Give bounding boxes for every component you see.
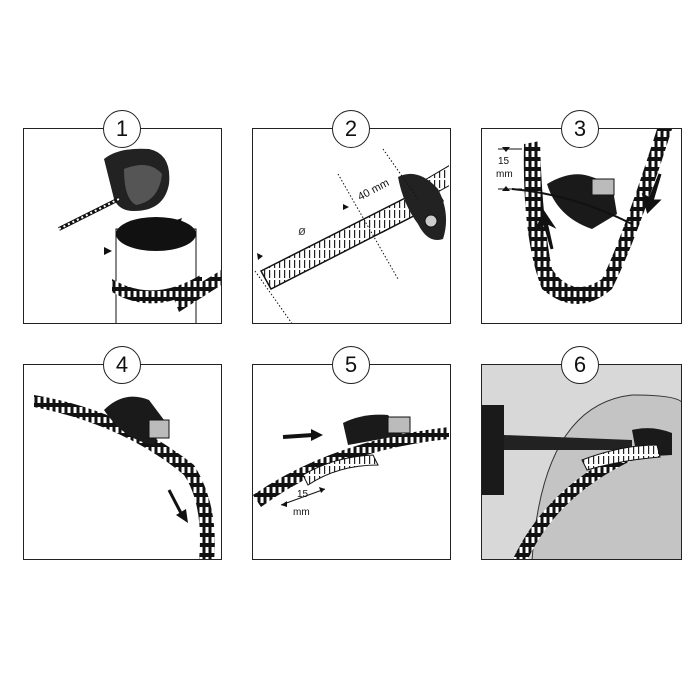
tape-measure-pipe-illustration: [58, 148, 221, 323]
step-6-panel: [481, 364, 682, 560]
step-number: 3: [561, 110, 599, 148]
step-3-panel: 15 mm: [481, 128, 682, 324]
step-number: 6: [561, 346, 599, 384]
overlap-unit: mm: [496, 169, 513, 180]
step-number: 5: [332, 346, 370, 384]
diameter-label: ø: [298, 223, 306, 238]
overlap-unit: mm: [293, 507, 310, 518]
band-loop-illustration: [498, 129, 672, 304]
insert-band-illustration: [34, 395, 215, 559]
step-number: 4: [103, 346, 141, 384]
overlap-value: 15: [498, 156, 510, 167]
pull-band-illustration: [253, 414, 449, 507]
step-number: 2: [332, 110, 370, 148]
step-1-panel: [23, 128, 222, 324]
tighten-screwdriver-illustration: [482, 365, 681, 559]
measure-band-illustration: [254, 148, 449, 323]
step-5-panel: 15 mm: [252, 364, 451, 560]
step-number: 1: [103, 110, 141, 148]
step-4-panel: [23, 364, 222, 560]
step-2-panel: ø 40 mm: [252, 128, 451, 324]
overlap-value: 15: [297, 489, 309, 500]
